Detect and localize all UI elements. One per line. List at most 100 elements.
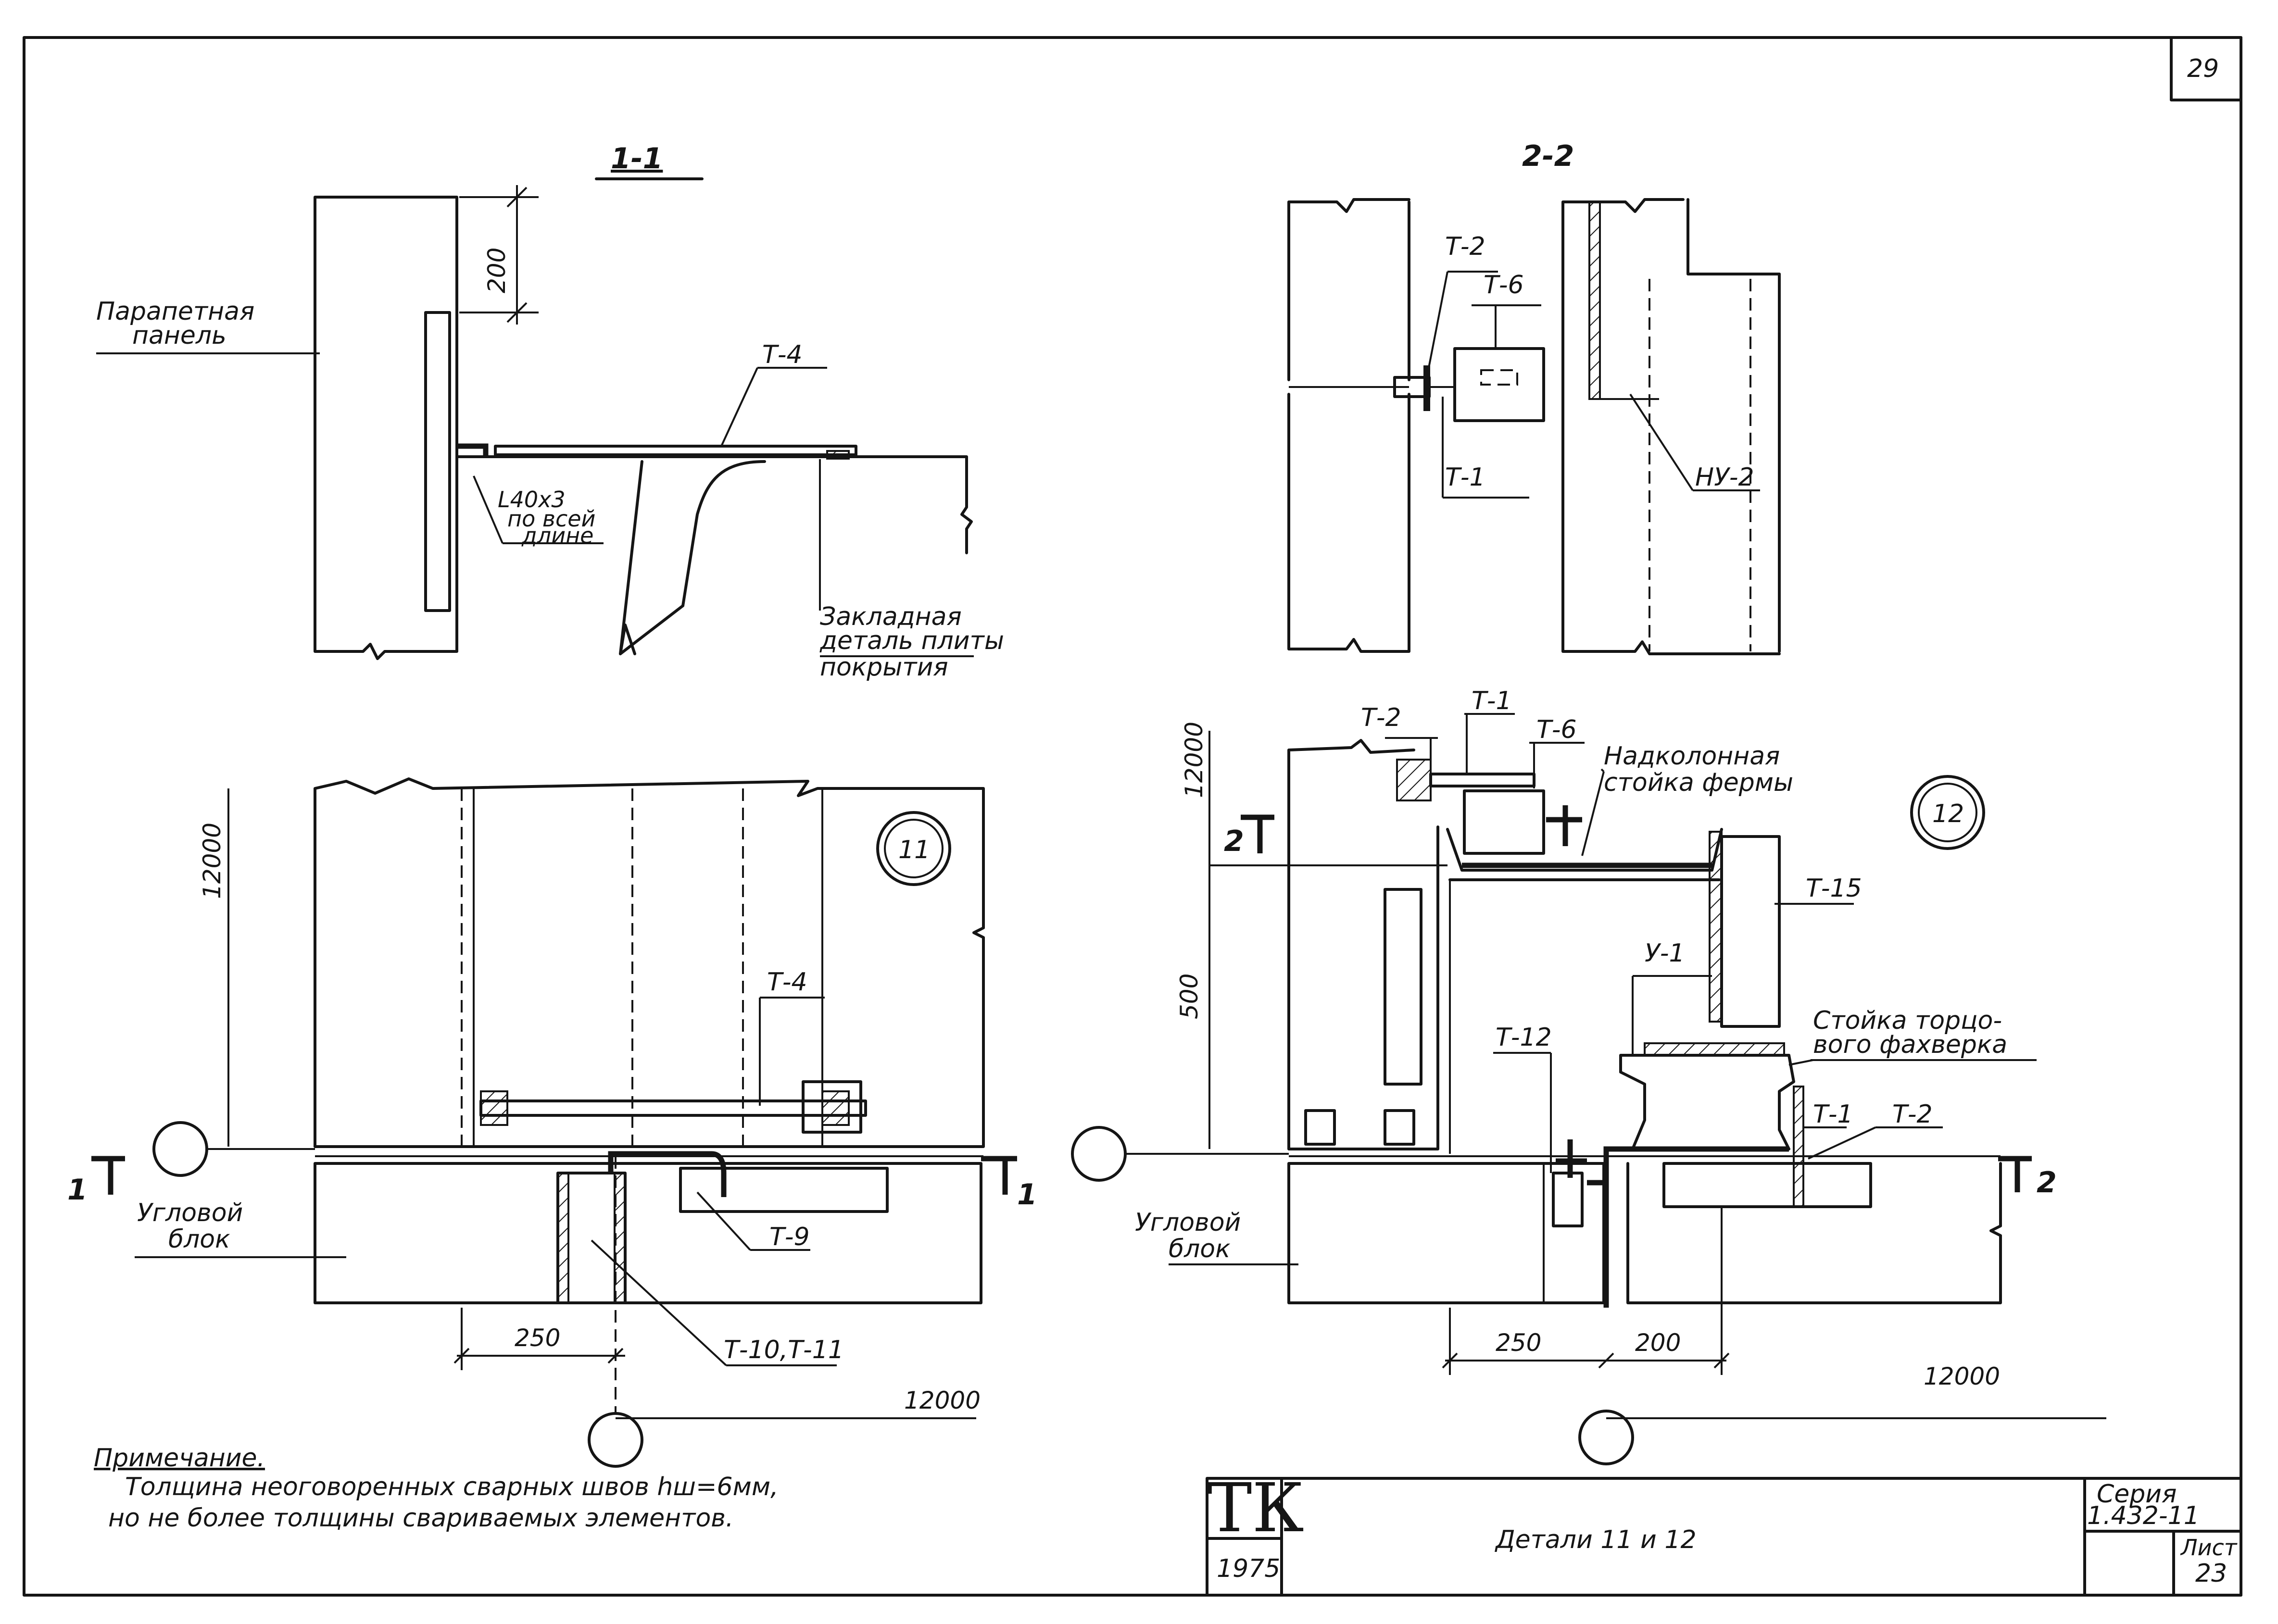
dim-200-1-1: 200	[483, 248, 511, 293]
angle-l40x3	[457, 443, 489, 457]
cut-number-12-left: 2	[1224, 824, 1244, 858]
axis-circle-11-left	[152, 1121, 208, 1177]
column-upper-left	[1287, 198, 1410, 381]
detail-11: 11 12000 Т-4 Т-9 Т-10,Т-11 12000	[67, 777, 1037, 1468]
label-end-post-line2: вого фахверка	[1813, 1030, 2007, 1059]
corner-block-11	[314, 1162, 982, 1304]
base-block-left	[1304, 1109, 1336, 1146]
roof-slab	[455, 455, 973, 655]
note-line-1: Толщина неоговоренных сварных швов hш=6м…	[125, 1473, 779, 1501]
title-series-value: 1.432-11	[2087, 1501, 2200, 1530]
label-truss-post-line2: стойка фермы	[1604, 768, 1793, 797]
plate-t6-2-2	[1453, 347, 1545, 422]
label-t2-2-2: Т-2	[1445, 232, 1485, 261]
plate-t1-bottom	[1662, 1162, 1872, 1208]
label-u1: У-1	[1645, 939, 1685, 968]
label-t4-1-1: Т-4	[762, 340, 803, 369]
embedded-part	[826, 450, 850, 460]
label-angle-line3: длине	[521, 523, 593, 549]
plate-t6-12	[1463, 789, 1545, 855]
dim-12000-vertical-12: 12000	[1180, 722, 1208, 798]
wall-panel-11	[314, 777, 985, 1148]
column-lower-left	[1287, 393, 1410, 653]
axis-circle-11-bottom	[588, 1412, 643, 1468]
label-embedded-line3: покрытия	[820, 653, 948, 682]
label-angle-line2: по всей	[507, 506, 595, 532]
page-number: 29	[2187, 54, 2219, 83]
cut-number-11-left: 1	[67, 1173, 88, 1207]
parapet-inner-plate	[424, 311, 451, 612]
corner-block-12-right	[1626, 1162, 2002, 1304]
label-t2-bottom-12: Т-2	[1892, 1100, 1933, 1129]
section-2-2: 2-2 Т-2 Т-6 Т-1 НУ-2	[1287, 139, 1781, 655]
note-block: Примечание. Толщина неоговоренных сварны…	[94, 1444, 779, 1533]
marker-11-outer	[876, 811, 951, 886]
plate-t12	[1552, 1172, 1584, 1227]
dim-200-12: 200	[1635, 1329, 1681, 1357]
plate-t2-top	[1396, 759, 1432, 801]
axis-circle-12-bottom	[1578, 1410, 1634, 1465]
marker-12-outer	[1910, 775, 1985, 850]
dim-250-11: 250	[515, 1324, 560, 1352]
label-corner-block-11-line2: блок	[168, 1225, 230, 1254]
title-sheet-label: Лист	[2180, 1535, 2238, 1561]
label-corner-block-12-line2: блок	[1169, 1235, 1231, 1263]
cut-mark-12-right	[1998, 1156, 2032, 1192]
title-sheet-value: 23	[2195, 1559, 2227, 1588]
cut-mark-11-left	[91, 1156, 125, 1195]
label-t6-12: Т-6	[1536, 715, 1577, 744]
title-year: 1975	[1217, 1554, 1280, 1583]
dim-500-12: 500	[1175, 974, 1203, 1019]
label-t1-bottom-12: Т-1	[1813, 1100, 1853, 1129]
plate-t9	[679, 1167, 889, 1213]
title-main: Детали 11 и 12	[1495, 1525, 1697, 1554]
wall-panel-12	[1287, 739, 1439, 1150]
label-end-post-line1: Стойка торцо-	[1813, 1006, 2002, 1035]
cut-mark-12-left	[1241, 814, 1274, 853]
corner-block-12	[1287, 1162, 1605, 1304]
plate-t4-1-1	[494, 445, 857, 456]
axis-circle-12-left	[1071, 1126, 1127, 1182]
section-1-1-title: 1-1	[611, 142, 663, 175]
base-block-right	[1384, 1109, 1415, 1146]
label-embedded-line2: деталь плиты	[819, 626, 1004, 655]
label-truss-post-line1: Надколонная	[1604, 742, 1780, 771]
label-t1-top-12: Т-1	[1472, 687, 1512, 715]
dim-12000-horizontal-12: 12000	[1924, 1362, 2000, 1390]
note-heading: Примечание.	[94, 1444, 265, 1473]
label-parapet-line2: панель	[132, 321, 227, 350]
label-t4-11: Т-4	[767, 968, 807, 997]
dim-12000-vertical-11: 12000	[198, 823, 226, 899]
marker-11: 11	[898, 836, 930, 864]
cut-number-12-right: 2	[2037, 1166, 2057, 1199]
section-1-1: 1-1 200 Парапетная панель Т-4 L40x3 по в…	[96, 142, 1004, 682]
parapet-panel	[314, 196, 458, 660]
plate-t4-11	[479, 1099, 867, 1117]
window-slot	[1384, 888, 1422, 1086]
label-t12: Т-12	[1496, 1023, 1552, 1052]
label-t1-2-2: Т-1	[1445, 463, 1485, 492]
plate-nu2	[1588, 201, 1601, 400]
label-t15: Т-15	[1806, 874, 1862, 903]
sheet-frame: 29	[23, 36, 2242, 1597]
label-t9: Т-9	[769, 1223, 810, 1251]
dim-12000-horizontal-11: 12000	[904, 1387, 981, 1414]
cut-number-11-right: 1	[1017, 1178, 1037, 1212]
label-t2-top-12: Т-2	[1361, 703, 1401, 732]
label-parapet-line1: Парапетная	[96, 297, 254, 326]
title-block: ТК 1975 Детали 11 и 12 Серия 1.432-11 Ли…	[1206, 1469, 2242, 1597]
title-org: ТК	[1207, 1469, 1304, 1548]
label-embedded-line1: Закладная	[820, 602, 962, 631]
dim-250-12: 250	[1496, 1329, 1541, 1357]
plate-u1	[1619, 1054, 1795, 1150]
label-t6-2-2: Т-6	[1484, 271, 1524, 300]
column-right-2-2	[1561, 198, 1781, 655]
label-corner-block-11-line1: Угловой	[137, 1199, 243, 1227]
section-2-2-title: 2-2	[1522, 139, 1574, 173]
title-series-label: Серия	[2097, 1480, 2177, 1509]
label-angle-line1: L40x3	[498, 487, 566, 512]
label-nu2: НУ-2	[1695, 463, 1754, 492]
marker-12: 12	[1932, 800, 1964, 828]
post-t15	[1720, 835, 1781, 1028]
